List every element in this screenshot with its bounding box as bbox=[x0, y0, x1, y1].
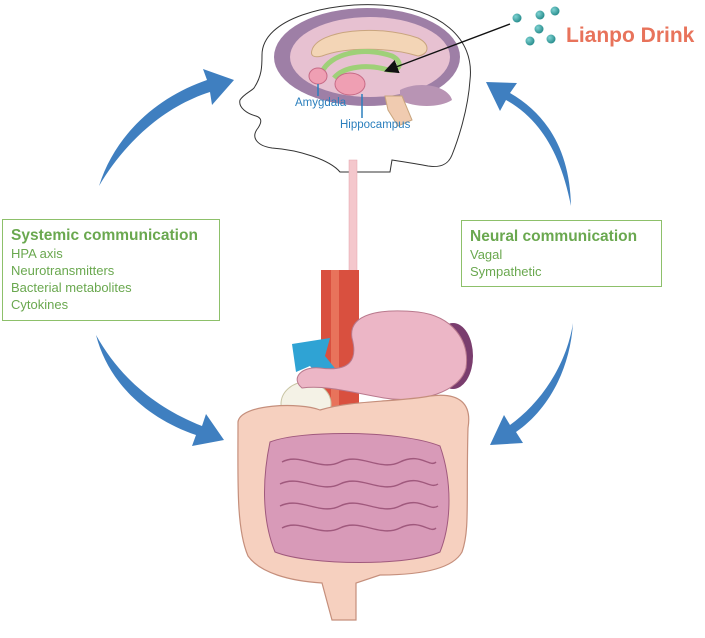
stomach bbox=[296, 310, 468, 401]
neural-communication-title: Neural communication bbox=[470, 228, 638, 245]
arrow-lower-left bbox=[96, 335, 224, 446]
amygdala-label: Amygdala bbox=[295, 97, 347, 109]
systemic-item: Cytokines bbox=[11, 297, 69, 312]
hippocampus bbox=[334, 72, 366, 96]
lianpo-drink-label: Lianpo Drink bbox=[566, 24, 695, 47]
systemic-communication-box: Systemic communication HPA axis Neurotra… bbox=[2, 219, 220, 321]
systemic-communication-title: Systemic communication bbox=[11, 227, 198, 244]
small-intestine bbox=[264, 432, 450, 563]
systemic-item: Neurotransmitters bbox=[11, 263, 115, 278]
brainstem bbox=[384, 95, 413, 127]
arrow-upper-left bbox=[99, 69, 234, 186]
brain-inner bbox=[290, 17, 450, 97]
hippocampus-label: Hippocampus bbox=[340, 119, 411, 131]
corpus-callosum bbox=[311, 29, 428, 58]
drink-pointer-arrow bbox=[384, 23, 511, 74]
drink-particles bbox=[512, 6, 560, 46]
amygdala bbox=[308, 67, 328, 85]
vagus-nerve bbox=[348, 159, 358, 281]
arrow-upper-right bbox=[486, 82, 571, 206]
systemic-item: HPA axis bbox=[11, 246, 63, 261]
neural-communication-box: Neural communication Vagal Sympathetic bbox=[461, 220, 662, 287]
systemic-item: Bacterial metabolites bbox=[11, 280, 132, 295]
arrow-lower-right bbox=[490, 323, 573, 445]
cerebellum bbox=[400, 85, 452, 106]
neural-item: Vagal bbox=[470, 247, 503, 262]
digestive-system-illustration bbox=[237, 270, 473, 621]
head-with-brain-illustration bbox=[239, 4, 471, 173]
neural-item: Sympathetic bbox=[470, 264, 542, 279]
